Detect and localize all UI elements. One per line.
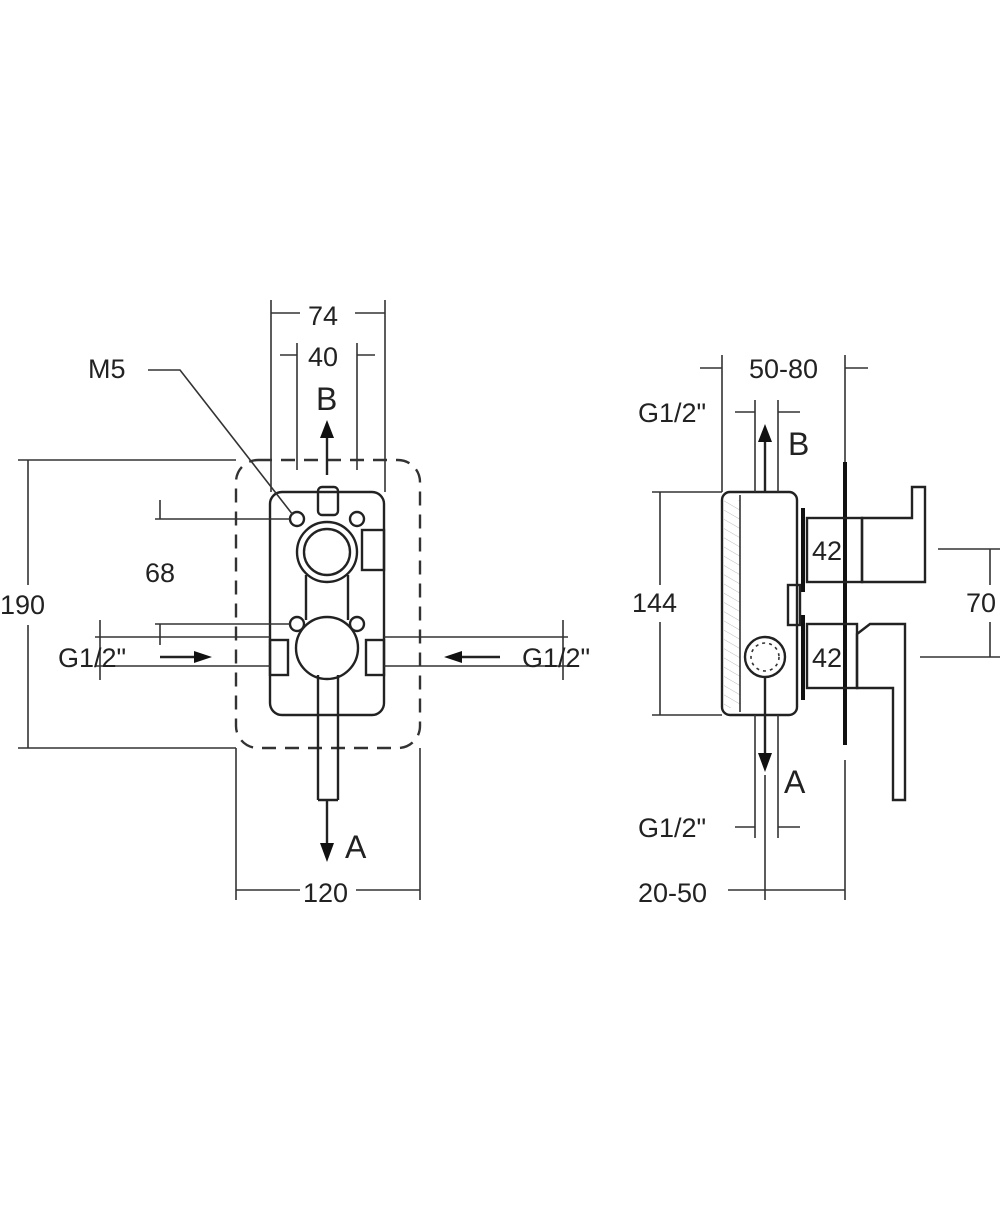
top-stub	[316, 485, 340, 517]
lower-lever	[855, 622, 907, 802]
screw-hole	[348, 510, 366, 528]
hatched-wall	[724, 500, 740, 708]
screw-hole	[348, 615, 366, 633]
side-outlet-a-arrow	[758, 753, 772, 772]
outlet-a-label: A	[345, 829, 367, 865]
front-view: B A 74 40 M5 190 68 G1/2" G1/2"	[0, 300, 590, 908]
side-outlet-b-arrow	[758, 424, 772, 442]
outlet-b-arrow	[320, 420, 334, 438]
side-bottom-thread-label: G1/2"	[638, 813, 706, 843]
dim-40: 40	[308, 342, 338, 372]
m5-leader	[148, 369, 294, 516]
side-outlet-b-label: B	[788, 426, 809, 462]
dim-144: 144	[632, 588, 677, 618]
inlet-left-arrow	[194, 651, 212, 663]
dim-120: 120	[303, 878, 348, 908]
dim-68: 68	[145, 558, 175, 588]
dim-42-top: 42	[812, 536, 842, 566]
outlet-a-arrow	[320, 843, 334, 862]
dim-20-50: 20-50	[638, 878, 707, 908]
outlet-b-label: B	[316, 381, 337, 417]
upper-handle	[860, 485, 927, 584]
mounting-box-outline	[234, 458, 422, 750]
dim-74: 74	[308, 301, 338, 331]
side-top-thread-label: G1/2"	[638, 398, 706, 428]
dim-70: 70	[966, 588, 996, 618]
screw-hole	[288, 615, 306, 633]
lower-cartridge	[294, 615, 360, 681]
valve-body	[268, 490, 386, 717]
dim-50-80: 50-80	[749, 354, 818, 384]
dim-42-bottom: 42	[812, 643, 842, 673]
inlet-left-label: G1/2"	[58, 643, 126, 673]
dim-190: 190	[0, 590, 45, 620]
inlet-right-arrow	[444, 651, 462, 663]
side-body	[720, 490, 799, 717]
inlet-right-label: G1/2"	[522, 643, 590, 673]
side-outlet-a-label: A	[784, 764, 806, 800]
side-view: 42 42 B A 50-80 G1/2" 144 70 G1/2"	[632, 354, 1000, 908]
upper-port	[295, 520, 359, 584]
m5-label: M5	[88, 354, 126, 384]
